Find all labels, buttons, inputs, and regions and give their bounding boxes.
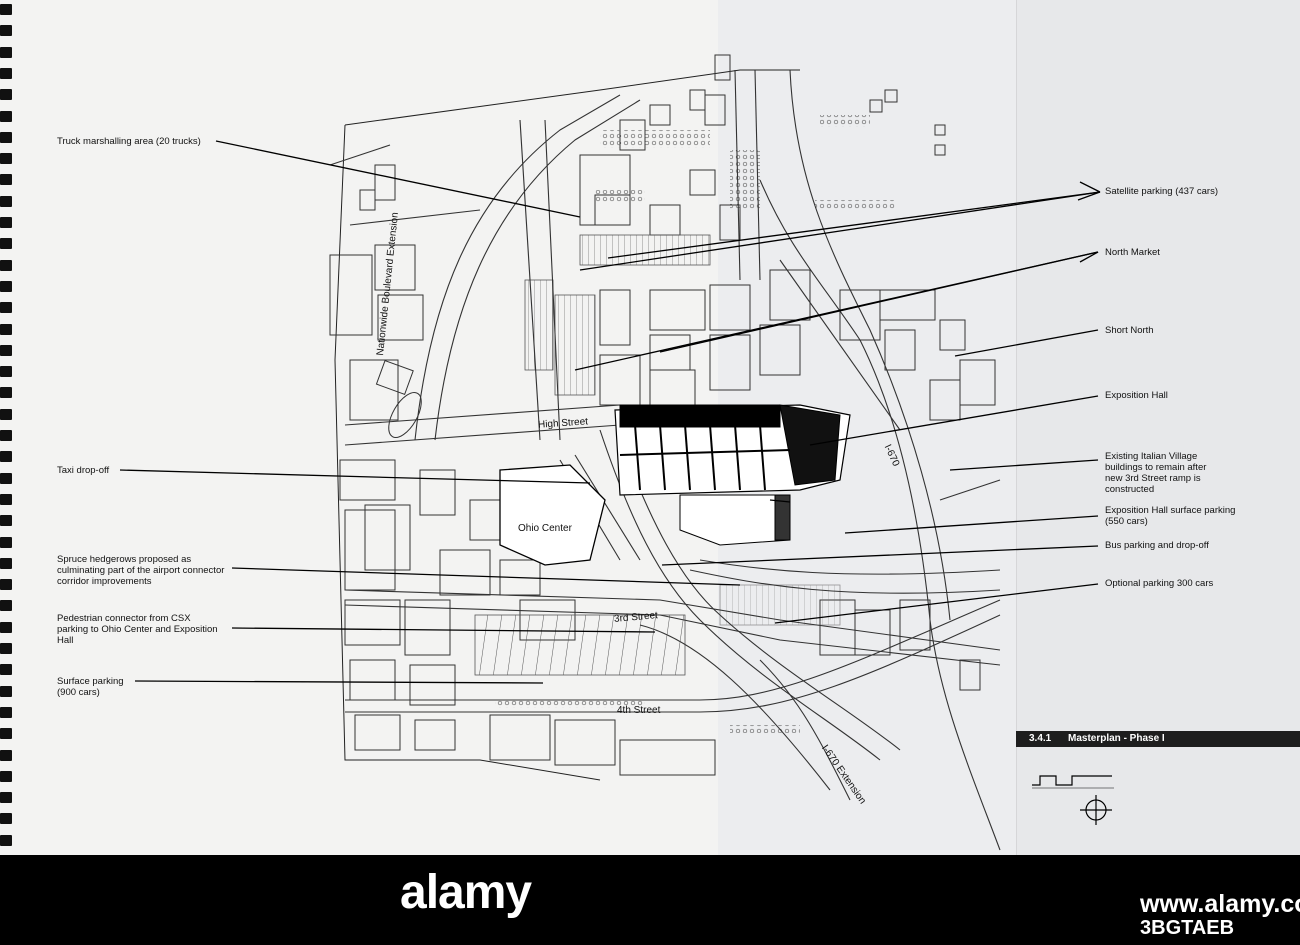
map-outline <box>334 69 800 781</box>
callout-satellite-parking: Satellite parking (437 cars) <box>1105 186 1218 197</box>
binding-ring <box>0 493 12 505</box>
section-title: Masterplan - Phase I <box>1068 733 1165 744</box>
binding-ring <box>0 813 12 825</box>
exposition-hall <box>614 404 851 546</box>
binding-ring <box>0 238 12 250</box>
ohio-center-building <box>499 464 606 566</box>
callout-short-north: Short North <box>1105 325 1154 336</box>
binding-ring <box>0 792 12 804</box>
binding-ring <box>0 280 12 292</box>
next-page-edge <box>1016 0 1300 855</box>
callout-italian-village: Existing Italian Village buildings to re… <box>1105 451 1207 495</box>
callout-north-market: North Market <box>1105 247 1160 258</box>
binding-ring <box>0 643 12 654</box>
binding-ring <box>0 728 12 740</box>
binding-ring <box>0 387 12 399</box>
section-heading-bar: 3.4.1 Masterplan - Phase I <box>1016 731 1300 747</box>
watermark-image-id: 3BGTAEB <box>1140 917 1235 939</box>
callout-leader-lines <box>119 140 1101 684</box>
scale-bar <box>1032 775 1114 789</box>
binding-ring <box>0 557 12 569</box>
callout-truck-marshalling: Truck marshalling area (20 trucks) <box>57 136 201 147</box>
section-number: 3.4.1 <box>1029 733 1052 744</box>
binding-ring <box>0 25 12 37</box>
binding-ring <box>0 536 12 548</box>
city-blocks <box>329 164 716 776</box>
callout-spruce-hedgerows: Spruce hedgerows proposed as culminating… <box>57 554 225 587</box>
binding-ring <box>0 344 12 356</box>
binding-ring <box>0 706 12 718</box>
binding-ring <box>0 46 12 58</box>
binding-ring <box>0 67 12 79</box>
binding-ring <box>0 472 12 484</box>
binding-ring <box>0 749 12 761</box>
callout-pedestrian-connector: Pedestrian connector from CSX parking to… <box>57 613 218 646</box>
binding-ring <box>0 600 12 612</box>
callout-surface-parking: Surface parking (900 cars) <box>57 676 124 698</box>
callout-optional-parking: Optional parking 300 cars <box>1105 578 1214 589</box>
binding-ring <box>0 579 12 591</box>
watermark-logo: alamy <box>400 866 532 919</box>
binding-ring <box>0 366 12 378</box>
binding-ring <box>0 110 12 122</box>
binding-ring <box>0 685 12 697</box>
binding-ring <box>0 770 12 782</box>
binding-ring <box>0 430 12 441</box>
landmark-building <box>375 359 422 438</box>
callout-expo-surface-parking: Exposition Hall surface parking (550 car… <box>1105 505 1236 527</box>
binding-ring <box>0 302 12 314</box>
binding-ring <box>0 89 12 101</box>
document-page: Nationwide Boulevard Extension High Stre… <box>0 0 1300 855</box>
binding-ring <box>0 664 12 676</box>
binding-ring <box>0 621 12 633</box>
binding-ring <box>0 834 12 846</box>
watermark-strip <box>0 855 1300 945</box>
callout-bus-parking: Bus parking and drop-off <box>1105 540 1209 551</box>
site-plan-map <box>119 54 1114 851</box>
binding-ring <box>0 323 12 335</box>
binding-ring <box>0 217 12 228</box>
parking-areas <box>474 115 895 733</box>
north-arrow-icon <box>1080 795 1112 825</box>
roads <box>329 69 1001 851</box>
binding-ring <box>0 515 12 527</box>
callout-taxi-dropoff: Taxi drop-off <box>57 465 110 476</box>
callout-exposition-hall: Exposition Hall <box>1105 390 1168 401</box>
binding-ring <box>0 153 12 165</box>
binding-ring <box>0 195 12 207</box>
binding-ring <box>0 4 12 15</box>
binding-ring <box>0 259 12 271</box>
binding-ring <box>0 131 12 143</box>
watermark-url: www.alamy.com <box>1140 890 1300 918</box>
street-label-ohio-center: Ohio Center <box>518 523 572 534</box>
street-label-fourth: 4th Street <box>617 705 661 716</box>
binding-ring <box>0 174 12 186</box>
binding-ring <box>0 408 12 420</box>
binding-ring <box>0 451 12 463</box>
